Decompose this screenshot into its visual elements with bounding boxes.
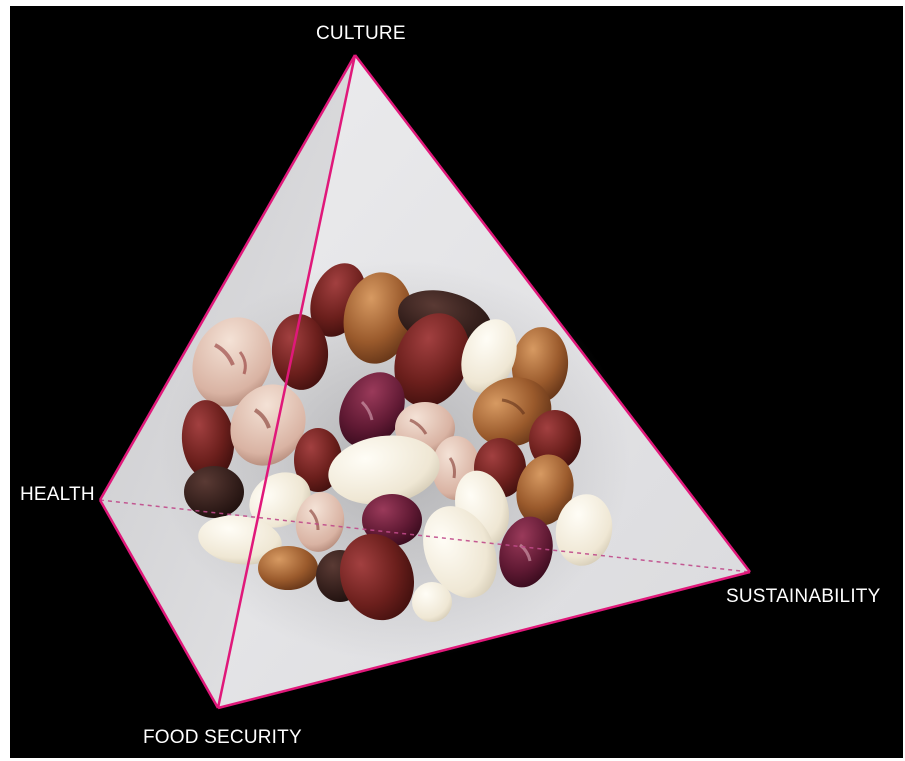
- vertex-label-sustainability: SUSTAINABILITY: [726, 586, 881, 608]
- vertex-label-health: HEALTH: [20, 484, 95, 506]
- bean: [184, 466, 244, 518]
- bean: [412, 582, 452, 622]
- bean: [258, 546, 318, 590]
- vertex-label-culture: CULTURE: [316, 23, 406, 45]
- vertex-label-food-security: FOOD SECURITY: [143, 727, 302, 749]
